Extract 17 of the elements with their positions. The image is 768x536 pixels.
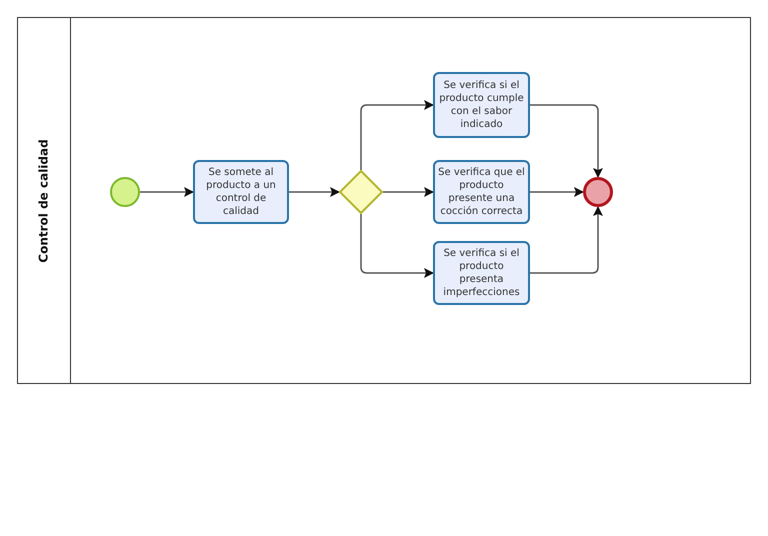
swimlane-pool [17,17,751,384]
gateway-diamond [339,170,383,214]
sequence-flow-arrow [530,187,584,197]
lane-label: Control de calidad [37,138,51,262]
start-event-circle [110,177,140,207]
task-box: Se somete al producto a un control de calidad [193,160,289,224]
sequence-flow-arrow [530,104,603,178]
end-event-circle [583,177,613,207]
sequence-flow-arrow [289,187,340,197]
sequence-flow-arrow [530,206,603,274]
sequence-flow-arrow [383,187,434,197]
task-box: Se verifica que el producto presente una cocción correcta [433,160,530,224]
sequence-flow-arrow [140,187,194,197]
sequence-flow-arrow [360,214,434,278]
task-box: Se verifica si el producto presenta imperfecciones [433,241,530,305]
task-box: Se verifica si el producto cumple con el sabor indicado [433,72,530,138]
sequence-flow-arrow [360,100,434,170]
